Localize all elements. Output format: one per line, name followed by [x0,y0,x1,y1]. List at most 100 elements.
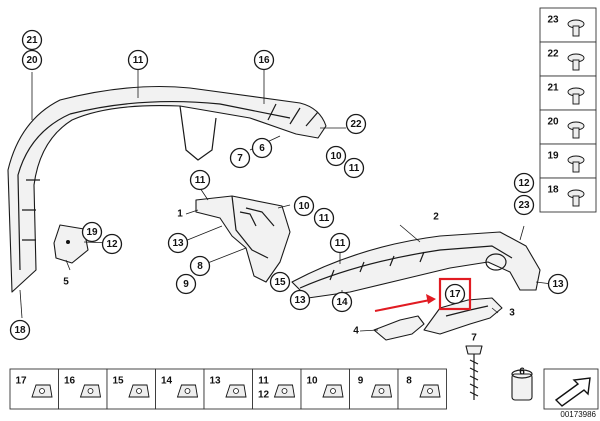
callout-label: 13 [294,295,306,306]
callout-label: 6 [259,143,265,154]
callout-9: 9 [175,273,197,295]
plain-label-5: 5 [63,277,69,288]
callout-label: 11 [335,238,346,249]
callout-13: 13 [289,289,311,311]
callout-12: 12 [513,172,535,194]
plain-label-4: 4 [353,326,359,337]
callout-label: 11 [133,55,144,66]
callout-11: 11 [127,49,149,71]
arrow-icon [554,377,591,407]
support-2 [291,231,541,299]
wheel-arch-liner [7,85,327,293]
callout-16: 16 [253,49,275,71]
highlight-indicator [374,277,472,312]
callout-15: 15 [269,271,291,293]
cell-number: 8 [406,376,412,387]
callout-19: 19 [81,221,103,243]
callout-label: 10 [330,151,342,162]
right-cell-20: 20 [539,109,597,145]
callout-label: 11 [195,175,206,186]
right-cell-19: 19 [539,143,597,179]
cell-number: 10 [306,376,318,387]
callout-label: 19 [86,227,98,238]
diagram-number: 00173986 [560,410,596,419]
callout-label: 12 [106,239,118,250]
callout-6: 6 [519,367,525,378]
bottom-cell-16: 16 [58,368,108,410]
callout-label: 15 [274,277,286,288]
callout-8: 8 [189,255,211,277]
callout-label: 12 [518,178,530,189]
bracket-3 [423,297,503,335]
bottom-cell-8: 8 [397,368,447,410]
callout-label: 11 [319,213,330,224]
right-cell-23: 23 [539,7,597,43]
callout-label: 7 [471,333,477,344]
bottom-cell-10: 10 [300,368,350,410]
cell-number: 18 [547,185,559,196]
callout-label: 7 [237,153,243,164]
callout-23: 23 [513,194,535,216]
callout-6: 6 [251,137,273,159]
callout-label: 18 [14,325,26,336]
callout-22: 22 [345,113,367,135]
callout-20: 20 [21,49,43,71]
callout-label: 11 [349,163,360,174]
callout-12: 12 [101,233,123,255]
callout-11: 11 [313,207,335,229]
callout-label: 13 [552,279,564,290]
callout-13: 13 [547,273,569,295]
bottom-parts-row: 17 16 15 14 13 11 12 10 9 8 [9,368,447,410]
cell-number: 16 [64,376,76,387]
callout-10: 10 [325,145,347,167]
bottom-cell-17: 17 [9,368,59,410]
callout-label: 17 [449,289,461,300]
right-cell-18: 18 [539,177,597,213]
right-cell-22: 22 [539,41,597,77]
callout-label: 23 [518,200,530,211]
callout-11: 11 [343,157,365,179]
nut-6 [511,369,533,401]
callout-label: 8 [197,261,203,272]
callout-label: 6 [519,367,525,378]
callout-label: 16 [258,55,270,66]
callout-label: 13 [172,238,184,249]
bracket-1 [195,195,291,283]
cell-number: 14 [161,376,173,387]
right-cell-21: 21 [539,75,597,111]
callout-10: 10 [293,195,315,217]
cell-number: 19 [547,151,559,162]
bracket-4 [373,315,425,341]
plain-label-1: 1 [177,209,183,220]
bottom-cell-14: 14 [155,368,205,410]
callout-7: 7 [471,333,477,344]
clip-part [53,224,89,264]
cell-number: 11 [258,376,269,387]
callout-7: 7 [229,147,251,169]
cell-number: 15 [112,376,124,387]
callout-label: 14 [336,297,348,308]
right-parts-column: 23 22 21 20 19 18 [539,7,597,213]
cell-number: 9 [358,376,364,387]
plain-label-2: 2 [433,212,439,223]
callout-label: 9 [183,279,189,290]
callout-13: 13 [167,232,189,254]
cell-number: 13 [209,376,221,387]
bottom-cell-15: 15 [106,368,156,410]
bottom-cell-13: 13 [203,368,253,410]
callout-label: 20 [26,55,38,66]
cell-number-2: 12 [258,390,270,401]
callout-label: 21 [26,35,38,46]
callout-label: 10 [298,201,310,212]
plain-label-3: 3 [509,308,515,319]
cell-number: 22 [547,49,559,60]
callout-14: 14 [331,291,353,313]
highlight-box [438,277,472,311]
callout-11: 11 [189,169,211,191]
cell-number: 23 [547,15,559,26]
cell-number: 21 [547,83,559,94]
callout-21: 21 [21,29,43,51]
